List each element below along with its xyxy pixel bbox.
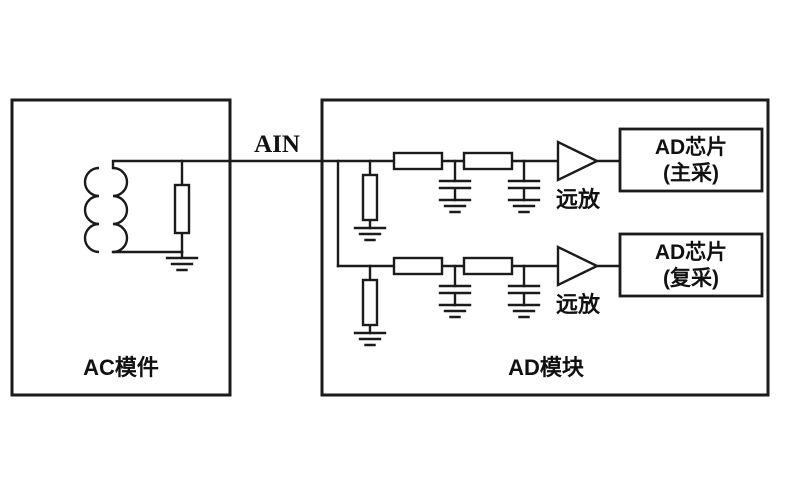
ac-module-box — [10, 98, 232, 397]
ground-icon — [438, 303, 472, 319]
capacitor-plates — [438, 284, 472, 307]
ad-module-box — [320, 98, 770, 397]
ain-label: AIN — [254, 131, 300, 158]
amplifier-label: 远放 — [556, 187, 601, 212]
burden-resistor — [173, 183, 191, 235]
ad-module-label: AD模块 — [508, 355, 585, 380]
transformer-primary-coil — [83, 166, 100, 254]
ground-icon — [438, 198, 472, 214]
ad-chip-main-line1: AD芯片 — [655, 136, 727, 159]
capacitor-plates — [438, 179, 472, 202]
capacitor-plates — [507, 179, 541, 202]
ad-chip-redundant-box — [618, 232, 764, 298]
capacitor-icon — [438, 159, 472, 214]
transformer-icon — [83, 166, 129, 254]
capacitor-plates — [507, 284, 541, 307]
ground-icon — [353, 226, 387, 242]
ground-icon — [507, 198, 541, 214]
amplifier-icon — [556, 245, 600, 287]
ad-chip-redundant-line1: AD芯片 — [655, 241, 727, 264]
ground-icon — [353, 331, 387, 347]
series-resistor — [392, 151, 444, 171]
ground-icon — [507, 303, 541, 319]
capacitor-icon — [438, 264, 472, 319]
capacitor-icon — [507, 159, 541, 214]
ad-chip-redundant: AD芯片 (复采) — [618, 232, 764, 298]
series-resistor — [462, 256, 514, 276]
ad-chip-main: AD芯片 (主采) — [618, 127, 764, 193]
ad-chip-main-line2: (主采) — [663, 162, 719, 185]
shunt-resistor — [361, 278, 379, 327]
series-resistor — [392, 256, 444, 276]
ad-chip-main-box — [618, 127, 764, 193]
ac-module-label: AC模件 — [83, 355, 159, 380]
filter-chain-main: 远放 — [353, 140, 601, 242]
transformer-secondary-coil — [112, 166, 129, 254]
filter-chain-redundant: 远放 — [353, 245, 601, 347]
ad-chip-redundant-line2: (复采) — [663, 266, 719, 290]
series-resistor — [462, 151, 514, 171]
capacitor-icon — [507, 264, 541, 319]
shunt-resistor — [361, 173, 379, 222]
amplifier-label: 远放 — [556, 292, 601, 317]
ain-wire — [111, 159, 622, 170]
amplifier-icon — [556, 140, 600, 182]
ground-icon — [165, 250, 199, 272]
